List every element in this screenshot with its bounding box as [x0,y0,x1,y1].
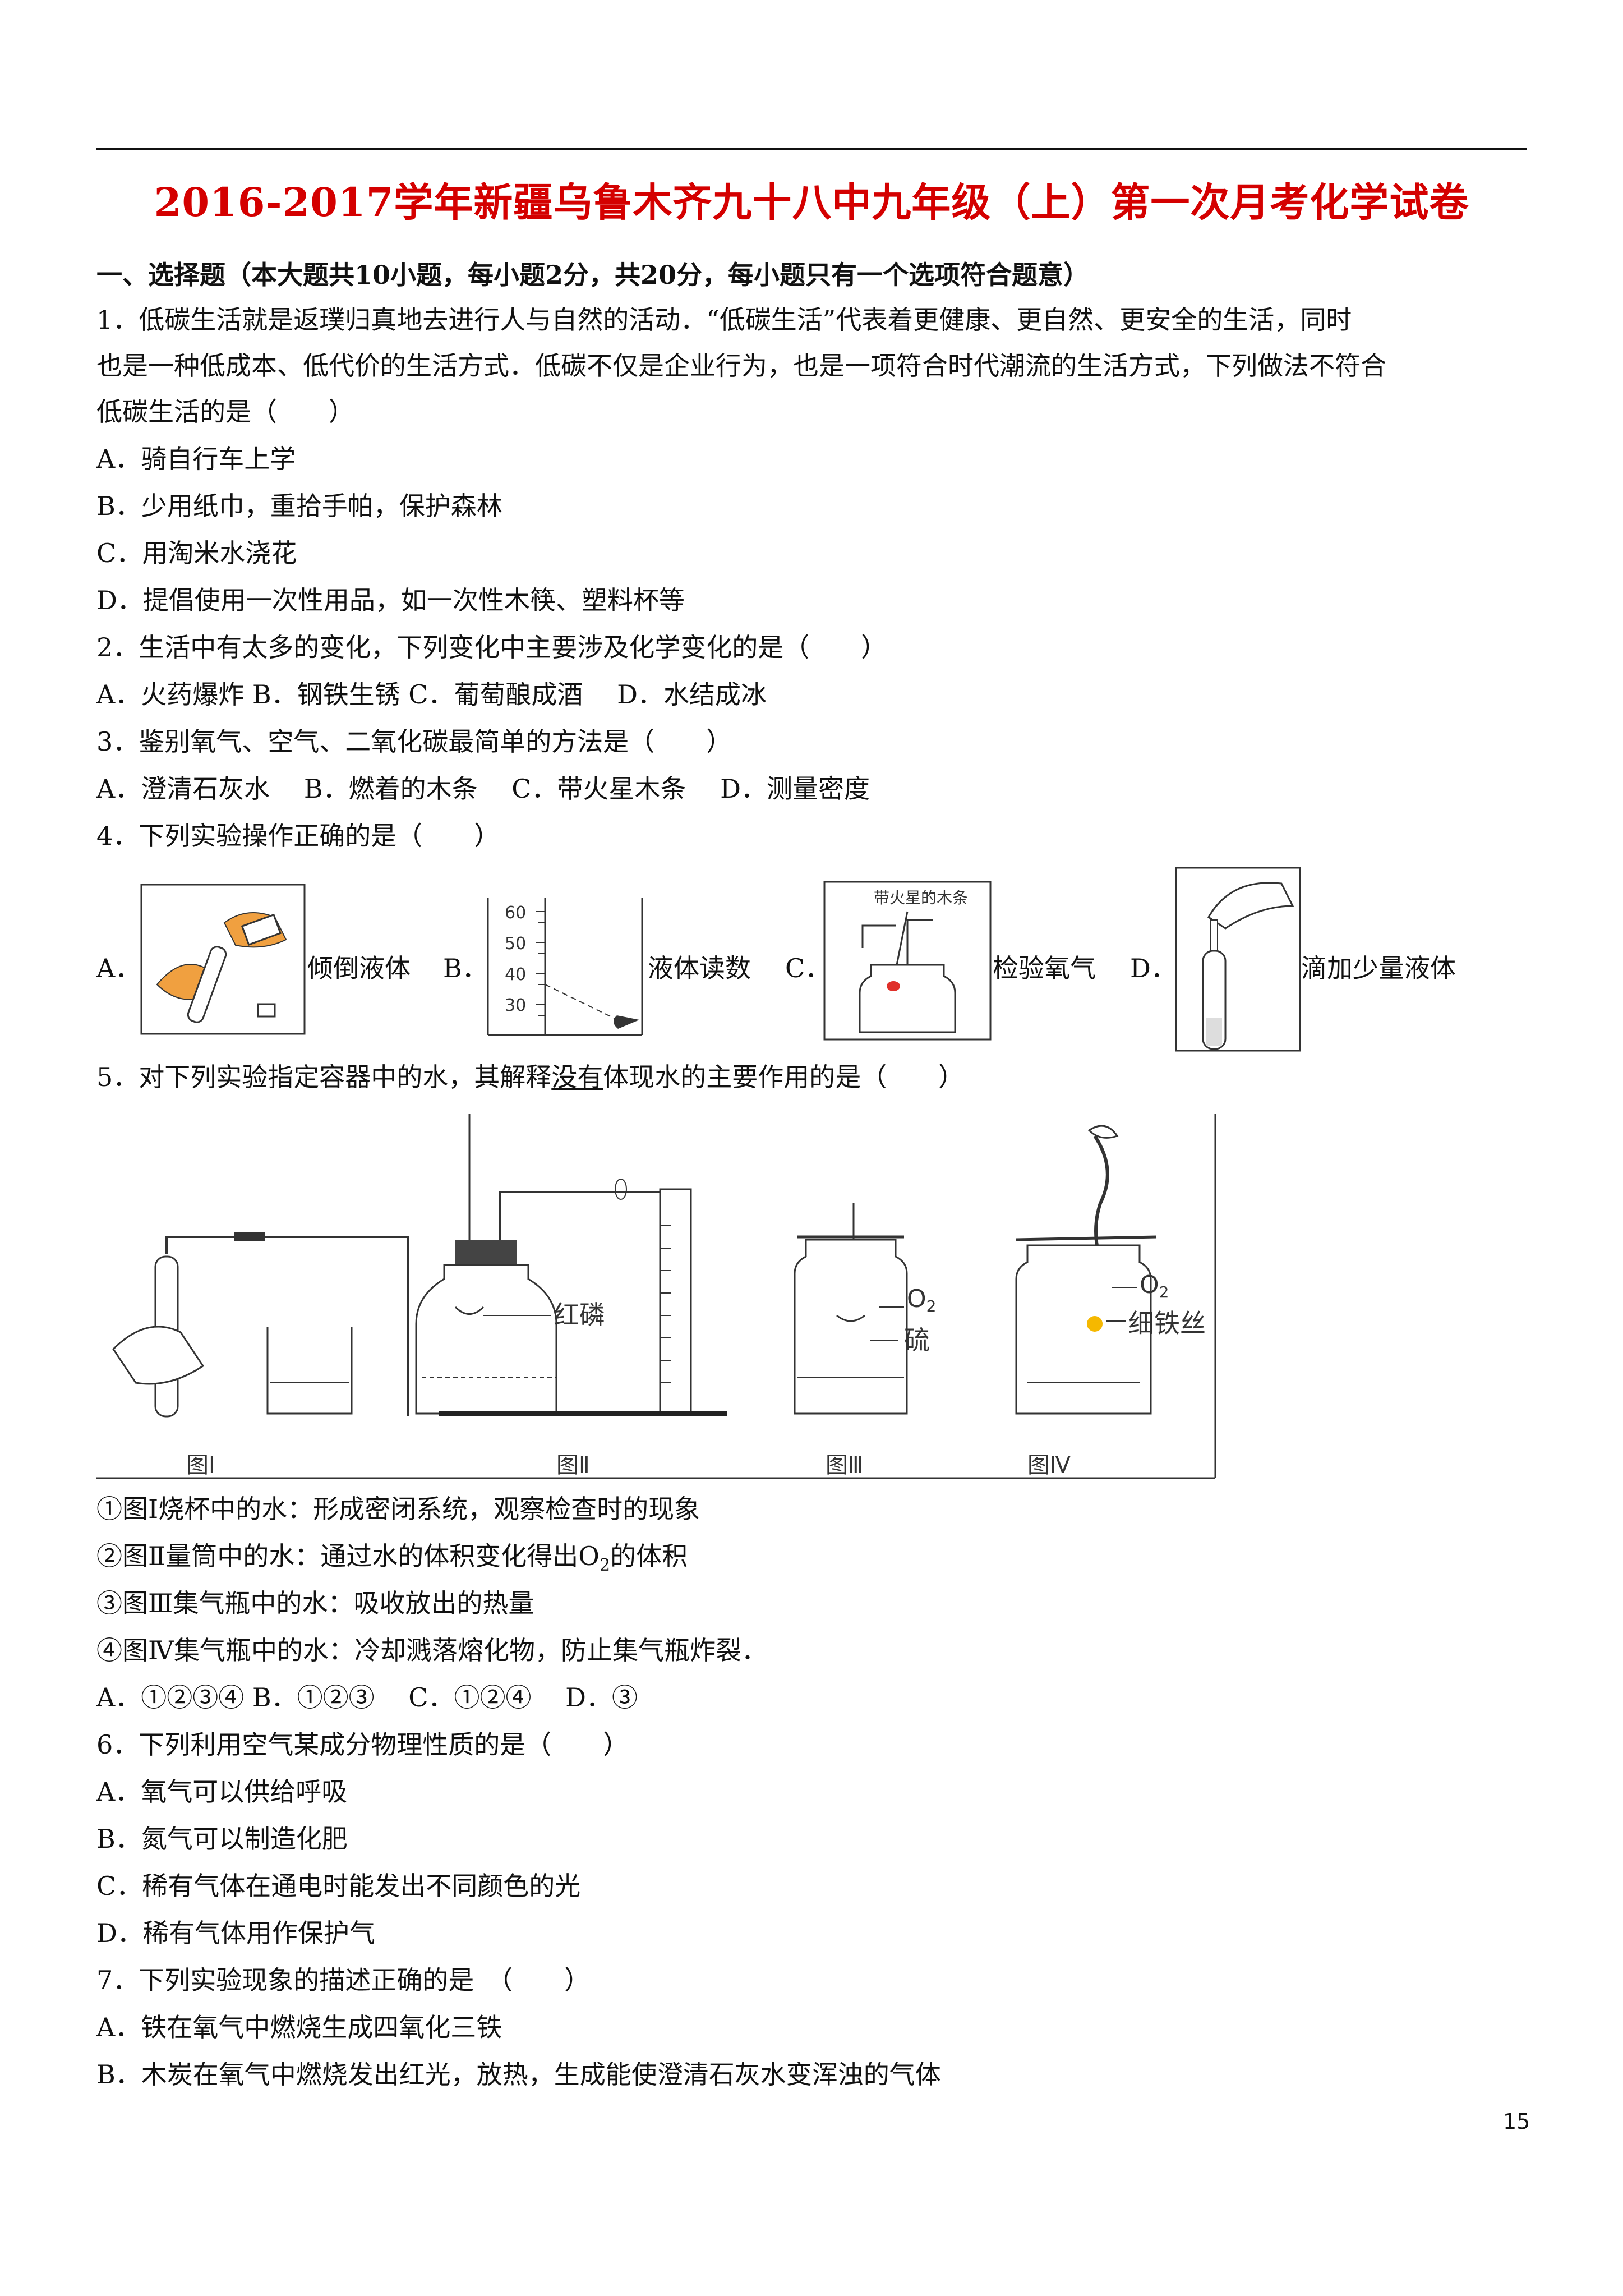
q6-stem: 6．下列利用空气某成分物理性质的是（ ） [96,1729,629,1760]
q6-option-c: C．稀有气体在通电时能发出不同颜色的光 [96,1871,581,1901]
header-rule [96,148,1527,150]
q7-stem: 7．下列实验现象的描述正确的是 （ ） [96,1965,591,1995]
fig-label-4: 图Ⅳ [1027,1452,1071,1478]
sulfur-label: 硫 [904,1325,930,1355]
scale-tick-50: 50 [505,934,526,954]
q5-options: A．①②③④ B．①②③ C．①②④ D．③ [96,1682,638,1713]
scale-tick-40: 40 [505,965,526,984]
q5-experiments-figure: 图Ⅰ 红磷 图Ⅱ O2 硫 图Ⅲ O2 细铁丝 图Ⅳ [96,1114,1216,1479]
q1-stem-line1: 1．低碳生活就是返璞归真地去进行人与自然的活动．“低碳生活”代表着更健康、更自然… [96,305,1352,335]
red-phosphorus-label: 红磷 [554,1300,605,1330]
q5-stem: 5．对下列实验指定容器中的水，其解释没有体现水的主要作用的是（ ） [96,1062,965,1092]
q3-options: A．澄清石灰水 B．燃着的木条 C．带火星木条 D．测量密度 [96,774,870,804]
q1-option-c: C．用淘米水浇花 [96,538,297,568]
pour-liquid-image [140,884,306,1035]
test-oxygen-image: 带火星的木条 [823,881,992,1041]
q1-stem-line3: 低碳生活的是（ ） [96,397,354,427]
page-number: 15 [1503,2109,1530,2134]
q4-option-d-letter: D． [1130,953,1177,983]
q1-option-a: A．骑自行车上学 [96,444,296,474]
q6-option-b: B．氮气可以制造化肥 [96,1824,348,1854]
o2-label-4: O2 [1140,1271,1169,1301]
q7-option-a: A．铁在氧气中燃烧生成四氧化三铁 [96,2012,502,2042]
page-title: 2016-2017学年新疆乌鲁木齐九十八中九年级（上）第一次月考化学试卷 [154,179,1469,226]
q2-stem: 2．生活中有太多的变化，下列变化中主要涉及化学变化的是（ ） [96,632,887,662]
q4-option-c-label: 检验氧气 [993,953,1096,983]
q4-stem: 4．下列实验操作正确的是（ ） [96,821,500,851]
q4-option-c-letter: C． [785,953,831,983]
scale-tick-30: 30 [505,996,526,1015]
q4-option-b-label: 液体读数 [648,953,751,983]
q4-option-a-letter: A． [96,953,141,983]
q6-option-d: D．稀有气体用作保护气 [96,1918,375,1948]
scale-tick-60: 60 [505,903,526,923]
q2-options: A．火药爆炸 B．钢铁生锈 C．葡萄酿成酒 D．水结成冰 [96,679,767,710]
emphasis-not: 没有 [551,1062,603,1092]
q7-option-b: B．木炭在氧气中燃烧发出红光，放热，生成能使澄清石灰水变浑浊的气体 [96,2059,941,2090]
q1-stem-line2: 也是一种低成本、低代价的生活方式．低碳不仅是企业行为，也是一项符合时代潮流的生活… [96,351,1386,381]
o2-label-3: O2 [907,1285,936,1315]
q5-statement-4: ④图Ⅳ集气瓶中的水：冷却溅落熔化物，防止集气瓶炸裂． [96,1635,767,1665]
glowing-splint-label: 带火星的木条 [874,889,968,907]
q4-option-b-letter: B． [443,953,488,983]
q4-option-a-label: 倾倒液体 [307,953,411,983]
q4-option-d-label: 滴加少量液体 [1301,953,1456,983]
q5-statement-3: ③图Ⅲ集气瓶中的水：吸收放出的热量 [96,1588,534,1618]
q5-statement-2: ②图Ⅱ量筒中的水：通过水的体积变化得出O2的体积 [96,1541,688,1575]
q1-option-b: B．少用纸巾，重拾手帕，保护森林 [96,491,502,521]
q1-option-d: D．提倡使用一次性用品，如一次性木筷、塑料杯等 [96,585,685,615]
q3-stem: 3．鉴别氧气、空气、二氧化碳最简单的方法是（ ） [96,726,732,757]
fig-label-3: 图Ⅲ [826,1452,864,1478]
liquid-reading-image: 60 50 40 30 [487,898,643,1036]
drip-liquid-image [1175,867,1301,1052]
q5-statement-1: ①图Ⅰ烧杯中的水：形成密闭系统，观察检查时的现象 [96,1494,700,1524]
fig-label-1: 图Ⅰ [186,1452,215,1478]
iron-wire-label: 细铁丝 [1128,1308,1206,1338]
section-heading: 一、选择题（本大题共10小题，每小题2分，共20分，每小题只有一个选项符合题意） [96,260,1090,290]
fig-label-2: 图Ⅱ [556,1452,590,1478]
q6-option-a: A．氧气可以供给呼吸 [96,1777,348,1807]
